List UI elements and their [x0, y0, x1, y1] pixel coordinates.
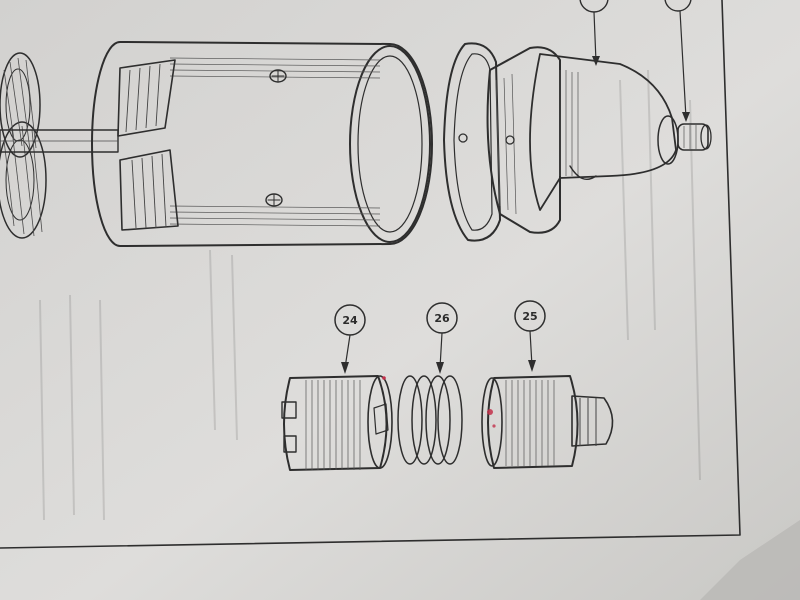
part-24-sleeve [281, 375, 393, 471]
yoke-cylinder [91, 41, 433, 247]
bleed-through-text [39, 69, 701, 521]
drive-end-bracket [486, 46, 712, 234]
part-26-spring [397, 375, 463, 465]
callout-25-label: 25 [522, 310, 537, 323]
paper-shadow-corner [700, 520, 800, 600]
part-25-pinion [481, 375, 614, 469]
top-callouts [579, 0, 692, 122]
page-border [0, 0, 741, 549]
end-cover-gasket [443, 42, 501, 242]
callout-24: 24 [334, 304, 366, 374]
callout-26-label: 26 [434, 312, 450, 325]
callout-24-label: 24 [342, 314, 358, 327]
callout-26: 26 [426, 302, 458, 374]
armature-assembly [0, 52, 119, 239]
callout-25: 25 [514, 300, 546, 372]
